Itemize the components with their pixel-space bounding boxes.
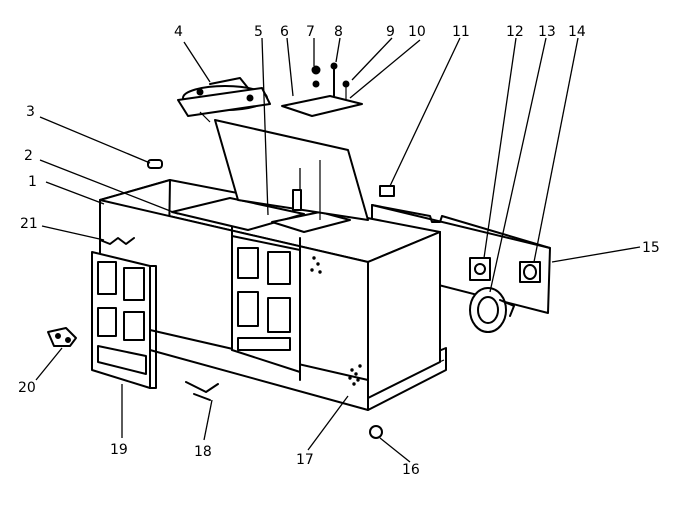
hinge-21 xyxy=(99,237,135,245)
callout-1: 1 xyxy=(28,174,37,190)
right-door xyxy=(367,231,441,399)
callout-9: 9 xyxy=(386,24,395,40)
caster xyxy=(369,425,383,439)
raised-lid xyxy=(214,119,369,221)
bracket xyxy=(292,189,302,211)
speaker-parts xyxy=(469,257,541,333)
callout-21: 21 xyxy=(20,216,38,232)
callout-19: 19 xyxy=(110,442,128,458)
callout-11: 11 xyxy=(452,24,470,40)
record-changer xyxy=(177,77,271,123)
callout-7: 7 xyxy=(306,24,315,40)
callout-18: 18 xyxy=(194,444,212,460)
callout-12: 12 xyxy=(506,24,524,40)
callout-15: 15 xyxy=(642,240,660,256)
hinge-20 xyxy=(47,327,77,347)
callout-5: 5 xyxy=(254,24,263,40)
clip xyxy=(379,185,395,197)
callout-8: 8 xyxy=(334,24,343,40)
top-opening xyxy=(171,197,351,233)
callout-labels: 1 2 3 4 5 6 7 8 9 10 11 12 13 14 15 16 1… xyxy=(18,24,660,478)
left-door xyxy=(91,251,157,389)
callout-14: 14 xyxy=(568,24,586,40)
middle-door xyxy=(231,235,301,373)
knob xyxy=(147,159,163,169)
callout-10: 10 xyxy=(408,24,426,40)
callout-13: 13 xyxy=(538,24,556,40)
grille-texture xyxy=(310,256,362,386)
callout-16: 16 xyxy=(402,462,420,478)
callout-4: 4 xyxy=(174,24,183,40)
mounting-board xyxy=(281,62,363,117)
callout-3: 3 xyxy=(26,104,35,120)
leader-lines xyxy=(35,37,641,463)
hinge-18 xyxy=(185,381,219,401)
callout-6: 6 xyxy=(280,24,289,40)
callout-20: 20 xyxy=(18,380,36,396)
callout-2: 2 xyxy=(24,148,33,164)
callout-17: 17 xyxy=(296,452,314,468)
